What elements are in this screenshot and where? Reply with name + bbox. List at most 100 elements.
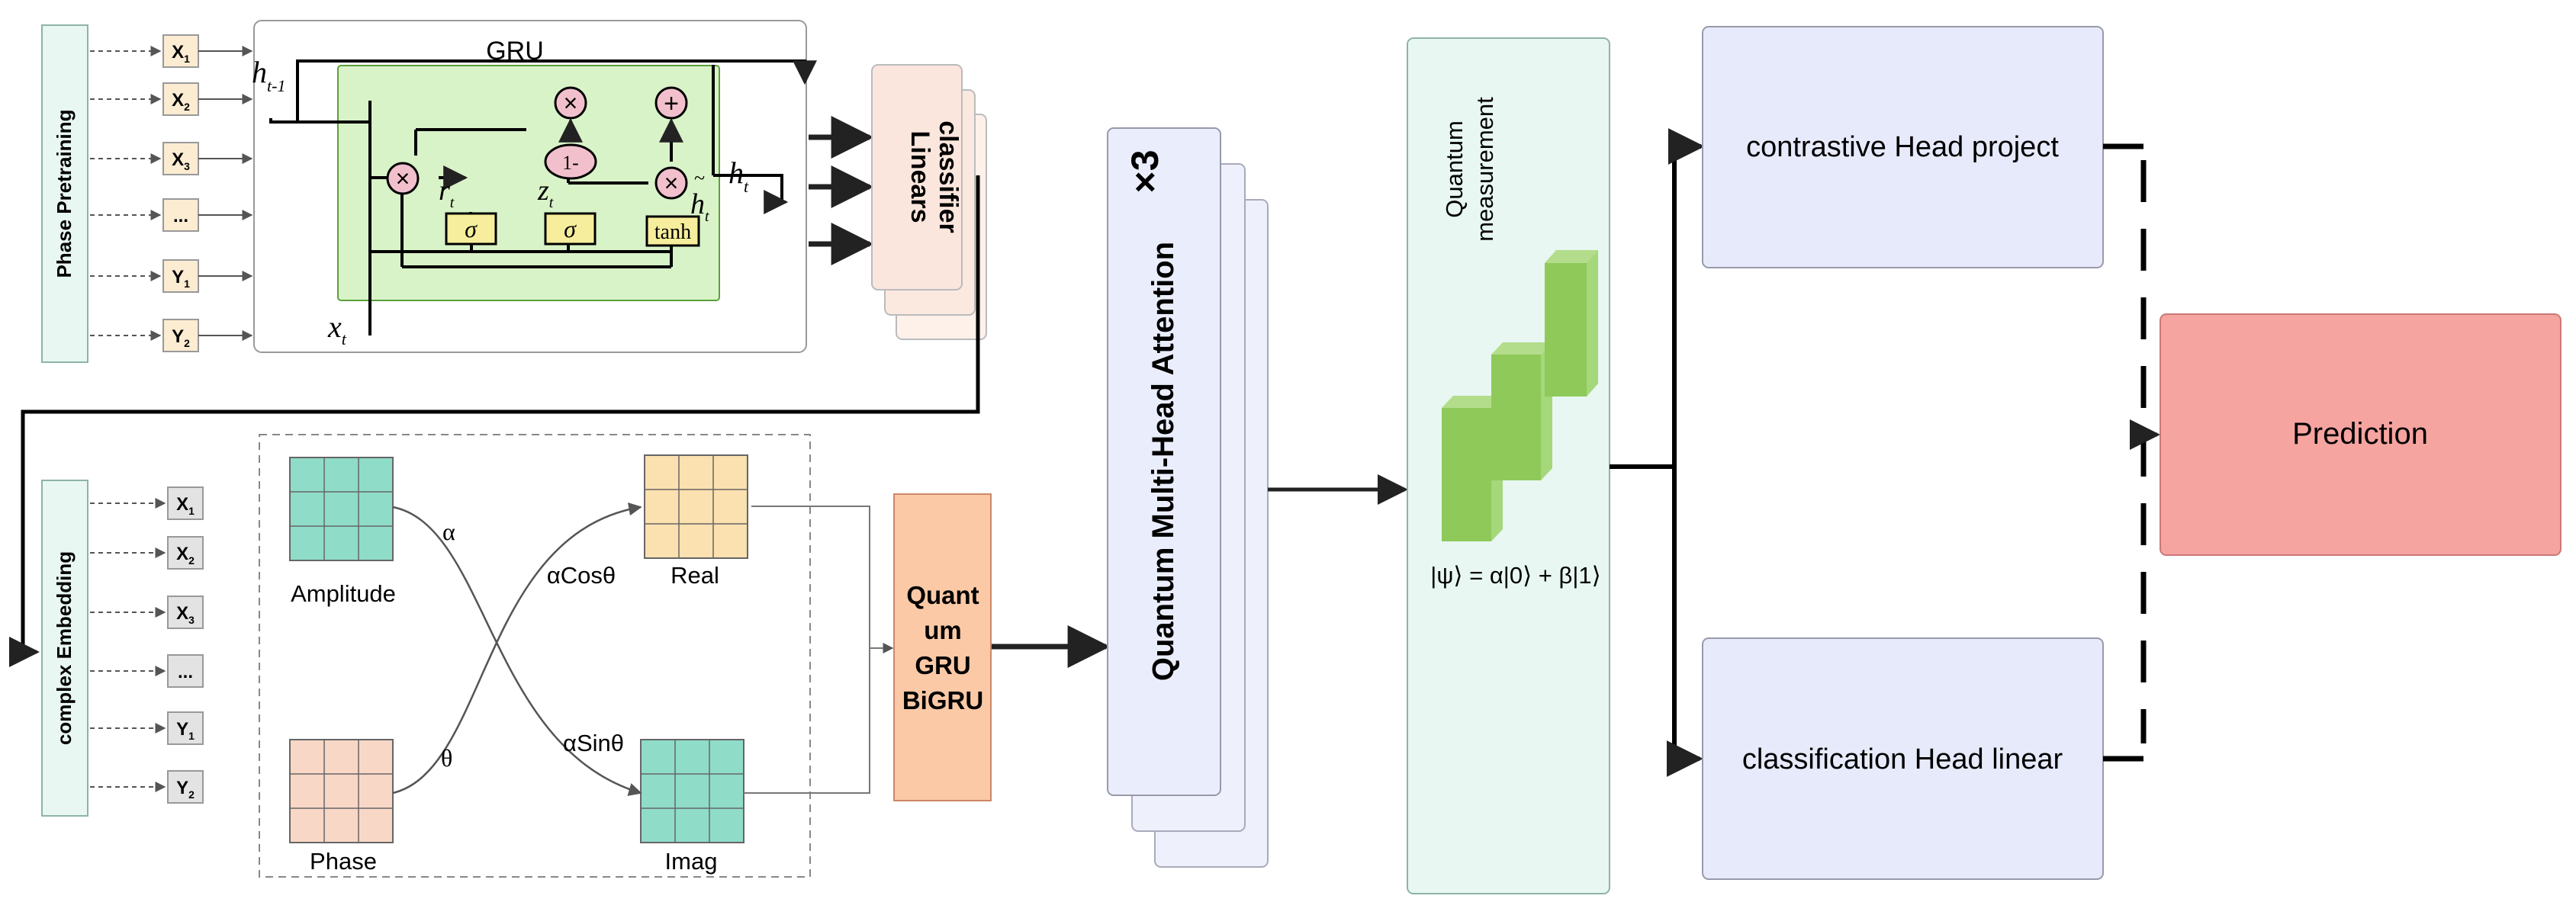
alpha-cos-label: αCosθ — [547, 562, 616, 589]
measurement-to-heads-branch — [1610, 128, 1705, 777]
input-token-box — [167, 596, 204, 629]
input-token-label: Y2 — [176, 778, 195, 801]
classification-head-label: classification Head linear — [1742, 743, 2063, 775]
classifier-label-1: classifier — [934, 120, 963, 233]
grid-cell-block — [289, 457, 394, 561]
contrastive-head-label: contrastive Head project — [1746, 131, 2059, 163]
gru-wiring — [269, 59, 817, 336]
h-prev-label: ht-1 — [252, 55, 285, 95]
one-minus-node — [544, 143, 597, 180]
input-token-box — [162, 259, 199, 293]
input-token-label: X3 — [172, 149, 190, 172]
input-token-label: Y1 — [172, 267, 190, 290]
phase-grid — [289, 739, 394, 843]
embedding-dashed-box — [259, 434, 811, 878]
svg-text:um: um — [924, 616, 962, 644]
complex-embedding-bar — [41, 480, 88, 817]
attention-times-3: ×3 — [1124, 149, 1166, 193]
imag-grid — [640, 739, 744, 843]
pretrain-to-embedding-connector — [9, 175, 980, 667]
measurement-title-1: Quantum — [1441, 120, 1468, 218]
quantum-gru-bigru-box — [893, 493, 992, 801]
alpha-sin-label: αSinθ — [563, 730, 624, 756]
input-token-label: X3 — [176, 603, 195, 626]
candidate-tanh — [645, 215, 700, 247]
imag-label: Imag — [665, 848, 718, 875]
classifier-linears: classifier Linears — [871, 64, 987, 340]
to-classifier-arrows — [809, 116, 874, 265]
add-icon — [654, 86, 688, 120]
input-token-box — [167, 486, 204, 520]
amplitude-label: Amplitude — [291, 580, 396, 607]
update-gate-sigma — [544, 212, 597, 246]
input-token-label: Y2 — [172, 326, 190, 349]
x-input-label: xt — [327, 310, 347, 348]
classifier-label-2: Linears — [905, 131, 934, 223]
input-token-label: X2 — [172, 90, 190, 113]
prediction-box — [2160, 313, 2562, 556]
reset-multiply-icon — [386, 162, 420, 195]
gru-cell-body — [337, 65, 720, 301]
update-multiply-icon — [554, 86, 587, 120]
candidate-multiply-icon — [654, 166, 688, 200]
tanh-label: tanh — [654, 220, 691, 244]
phase-pretraining-label: Phase Pretraining — [53, 109, 76, 278]
reset-multiply-symbol: × — [396, 165, 410, 192]
reset-gate-sigma — [445, 212, 497, 246]
r-label: rt — [439, 175, 455, 211]
real-grid — [644, 454, 748, 559]
svg-text:GRU: GRU — [915, 651, 970, 679]
input-token-label: ... — [178, 662, 193, 682]
gru-block: GRU — [252, 20, 817, 353]
input-token-box — [162, 319, 199, 352]
phase-pretraining-bar — [41, 24, 88, 363]
prediction-label: Prediction — [2292, 417, 2428, 451]
input-token-box — [167, 711, 204, 745]
phase-label: Phase — [310, 848, 377, 875]
tilde-mark: ~ — [694, 167, 705, 189]
measurement-bars — [1442, 250, 1598, 541]
input-token-label: X1 — [176, 494, 195, 517]
gru-nodes: × × + × 1- σ σ tanh ht-1 rt zt ht ~ ht x… — [252, 55, 749, 348]
grid-cell-block — [289, 739, 394, 843]
input-token-label: Y1 — [176, 719, 195, 742]
attention-label: Quantum Multi-Head Attention — [1146, 242, 1180, 681]
measurement-title-2: measurement — [1471, 97, 1498, 242]
candidate-multiply-symbol: × — [664, 169, 679, 197]
input-token-box — [167, 770, 204, 804]
to-qgru-lines — [744, 506, 894, 794]
quantum-attention-block: Quantum Multi-Head Attention ×3 — [1107, 127, 1269, 868]
input-token-label: X2 — [176, 544, 195, 567]
amplitude-grid — [289, 457, 394, 561]
quantum-measurement-block: Quantum measurement |ψ⟩ = α|0⟩ + β|1⟩ — [1407, 37, 1610, 894]
heads-to-prediction-dashed — [2103, 143, 2147, 762]
quantum-state-formula: |ψ⟩ = α|0⟩ + β|1⟩ — [1430, 562, 1600, 589]
svg-text:Quant: Quant — [906, 581, 979, 609]
theta-label: θ — [441, 744, 452, 772]
reset-sigma-label: σ — [465, 215, 478, 242]
z-label: zt — [537, 175, 554, 211]
complex-embedding-label: complex Embedding — [53, 551, 76, 745]
input-token-box — [167, 536, 204, 570]
qgru-label: Quant um GRU BiGRU — [902, 581, 983, 714]
transform-curves — [392, 502, 642, 796]
h-out-label: ht — [728, 156, 749, 196]
grid-cell-block — [640, 739, 744, 843]
real-label: Real — [671, 562, 719, 589]
add-symbol: + — [664, 89, 679, 118]
grid-cell-block — [644, 454, 748, 559]
input-token-label: ... — [173, 206, 188, 226]
update-sigma-label: σ — [564, 215, 577, 242]
one-minus-label: 1- — [562, 152, 579, 174]
svg-text:BiGRU: BiGRU — [902, 686, 983, 714]
input-token-box — [167, 654, 204, 688]
h-tilde-label: ht — [690, 188, 709, 225]
alpha-label: α — [442, 518, 455, 545]
input-token-label: X1 — [172, 42, 190, 65]
update-multiply-symbol: × — [564, 89, 578, 117]
